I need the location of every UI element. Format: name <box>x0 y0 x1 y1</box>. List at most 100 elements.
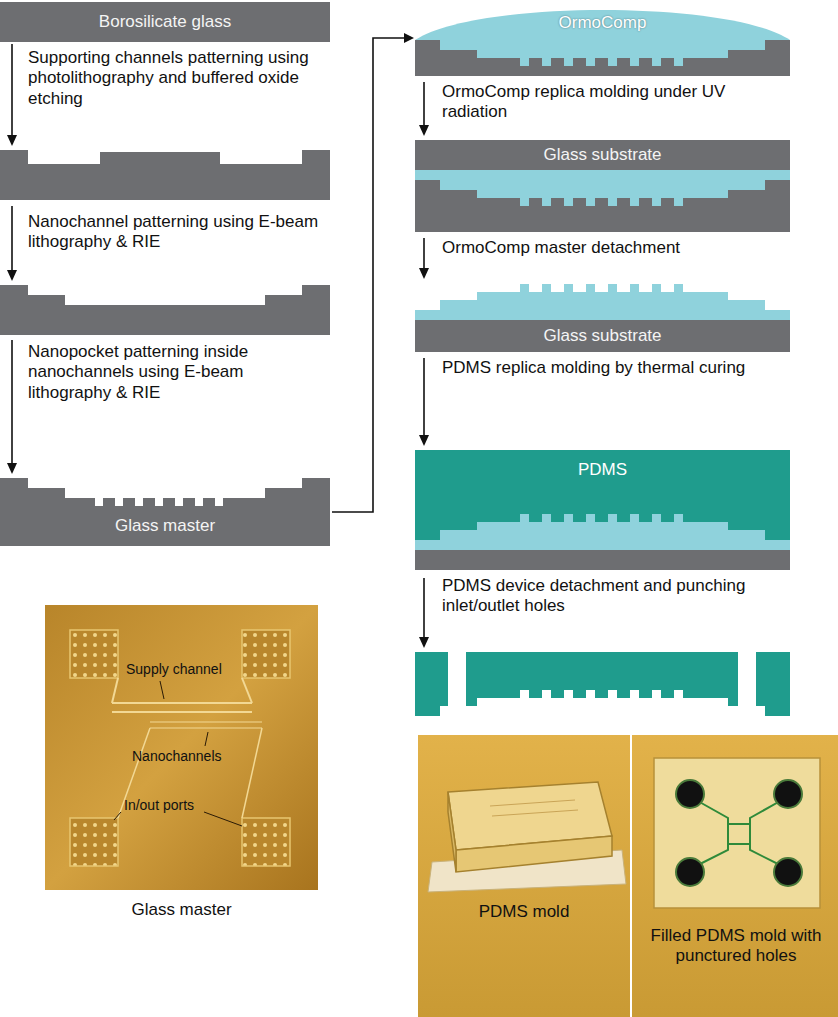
step-arrow-part <box>419 435 429 446</box>
ormocomp-filled-master <box>415 170 790 232</box>
section-label: Borosilicate glass <box>99 12 231 32</box>
pdms-mold-photo-part <box>448 792 456 872</box>
filled-pdms-photo-part <box>676 780 704 808</box>
pdms-mold-photo-part <box>492 810 578 816</box>
glass-master-photo-part-part <box>242 728 262 818</box>
process-step: PDMS device detachment and punching inle… <box>442 576 787 617</box>
glass-master-section: Glass master <box>0 478 330 546</box>
glass-master-photo-part <box>70 630 118 678</box>
filled-pdms-photo-part <box>774 858 802 886</box>
pdms-device-part <box>542 690 551 699</box>
nanopocket <box>564 514 573 523</box>
glass-master-photo-part-part <box>242 678 252 703</box>
photo-caption: Glass master <box>45 900 318 920</box>
section-label: Glass substrate <box>543 326 661 346</box>
nanopocket <box>520 514 529 523</box>
glass-master-photo-part <box>45 605 318 890</box>
step-arrow-part <box>419 637 429 648</box>
ormocomp-master-part <box>674 284 683 293</box>
glass-master-photo-part-part <box>205 732 208 746</box>
nanopocket <box>652 58 661 66</box>
pdms-mold-photo-part <box>418 735 630 1017</box>
glass-master-photo-part-part <box>204 812 242 826</box>
flow-arrow-line <box>332 38 406 512</box>
step-arrow-part <box>423 238 425 270</box>
step-arrow-part <box>11 206 13 272</box>
nanopocket <box>586 58 595 66</box>
glass-substrate: Glass substrate <box>415 320 790 352</box>
pdms-device-part <box>608 690 617 699</box>
pdms-device-part <box>738 651 756 707</box>
nanopocket <box>195 498 203 506</box>
glass-substrate: Glass substrate <box>415 140 790 170</box>
nanopocket <box>135 498 143 506</box>
pdms-casting: PDMS <box>415 450 790 570</box>
glass-slab: Borosilicate glass <box>0 2 330 42</box>
ormocomp-master-part <box>415 292 790 321</box>
ormocomp-filled-master-part <box>520 198 529 206</box>
photo-caption: Filled PDMS mold with punctured holes <box>640 926 832 967</box>
filled-pdms-photo <box>632 735 838 1017</box>
nanopocket <box>608 58 617 66</box>
ormocomp-filled-master-part <box>564 198 573 206</box>
glass-master-photo-part <box>70 818 118 866</box>
ormocomp-filled-master-part <box>415 180 790 232</box>
pdms-device <box>415 651 790 716</box>
section-label: OrmoComp <box>559 13 647 33</box>
pdms-mold-photo <box>418 735 630 1017</box>
flow-arrow <box>332 33 414 512</box>
ormocomp-master-part <box>564 284 573 293</box>
ormocomp-drop: OrmoComp <box>415 0 790 76</box>
glass-master-photo-part-part <box>112 711 252 713</box>
etched-glass-section <box>0 285 330 335</box>
ormocomp-master-part <box>520 284 529 293</box>
glass-master-photo-part <box>242 630 290 678</box>
step-arrow-part <box>7 270 17 281</box>
photo-caption: PDMS mold <box>424 902 624 922</box>
pdms-device-part <box>448 651 466 707</box>
filled-pdms-photo-part-part <box>728 823 750 825</box>
step-arrow <box>7 44 17 474</box>
nanopocket <box>674 58 683 66</box>
nanopocket <box>630 58 639 66</box>
ormocomp-master-part <box>586 284 595 293</box>
pdms-mold-photo-part <box>490 800 575 806</box>
etched-glass-section <box>0 150 330 200</box>
glass-substrate-shape <box>415 140 790 170</box>
nanopocket <box>155 498 163 506</box>
step-arrow-part <box>419 125 429 136</box>
ormocomp-shape <box>415 522 790 551</box>
glass-master-photo-part-part <box>112 702 252 704</box>
nanopocket <box>95 498 103 506</box>
ormocomp-drop-outline <box>415 0 790 76</box>
pdms-device-part <box>415 652 790 716</box>
ormocomp-master-part <box>542 284 551 293</box>
glass-master-photo-part-part <box>160 681 164 699</box>
arrowhead <box>404 33 414 43</box>
ormocomp-filled-master-part <box>542 198 551 206</box>
step-arrow-part <box>11 340 13 465</box>
ormocomp-filled-master-part <box>674 198 683 206</box>
process-step: OrmoComp replica molding under UV radiat… <box>442 82 787 123</box>
filled-pdms-photo-part-part <box>750 800 782 866</box>
process-step: Nanopocket patterning inside nanochannel… <box>28 342 328 403</box>
filled-pdms-photo-part-part <box>696 800 728 866</box>
filled-pdms-photo-part <box>774 780 802 808</box>
ormocomp-filled-master-part <box>652 198 661 206</box>
filled-pdms-photo-part-part <box>728 843 750 845</box>
glass-master-photo-part <box>112 678 262 818</box>
section-label: Glass master <box>115 516 215 536</box>
pdms-mold-photo-part <box>456 836 612 872</box>
process-step: PDMS replica molding by thermal curing <box>442 358 787 378</box>
nanopocket <box>215 498 223 506</box>
ormocomp-master <box>415 284 790 321</box>
nanopocket <box>115 498 123 506</box>
filled-pdms-photo-part <box>632 735 838 1017</box>
section-label: PDMS <box>578 460 627 480</box>
filled-pdms-photo-part <box>654 758 820 908</box>
glass-master-photo-part-part <box>112 678 118 703</box>
ormocomp-master-part <box>652 284 661 293</box>
ormocomp-filled-master-part <box>608 198 617 206</box>
pdms-device-part <box>586 690 595 699</box>
